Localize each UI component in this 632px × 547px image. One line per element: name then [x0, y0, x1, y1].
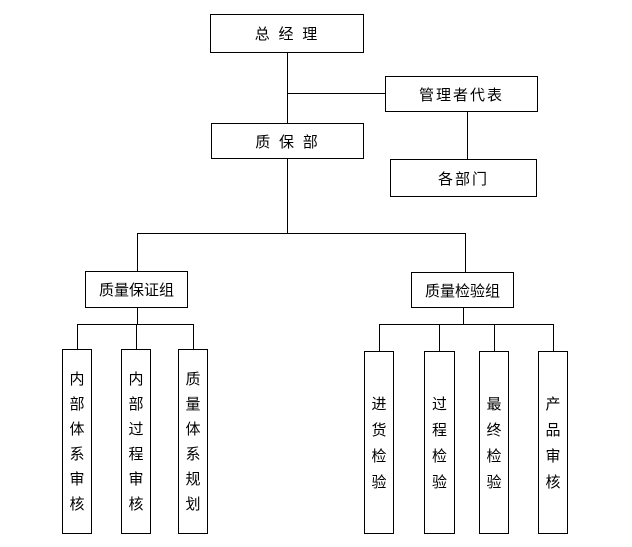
node-incoming-inspection: 进 货 检 验 — [364, 351, 394, 534]
branch-qi-horizontal — [379, 324, 554, 325]
stem-qa-group — [137, 308, 138, 324]
drop-to-product-audit — [553, 324, 554, 351]
node-qi-group: 质量检验组 — [411, 272, 514, 308]
connector-gm-to-qad — [287, 53, 288, 123]
node-departments: 各部门 — [390, 159, 537, 197]
drop-to-qa-group — [137, 233, 138, 271]
node-qa-group: 质量保证组 — [85, 271, 188, 308]
stem-qi-group — [463, 308, 464, 324]
node-process-inspection: 过 程 检 验 — [424, 351, 455, 534]
connector-gm-to-rep — [287, 93, 385, 94]
node-management-representative: 管理者代表 — [385, 76, 538, 112]
drop-to-qi-group — [465, 233, 466, 272]
branch-qa-horizontal — [77, 324, 194, 325]
drop-to-final-inspection — [494, 324, 495, 351]
drop-to-incoming-inspection — [379, 324, 380, 351]
node-quality-system-planning: 质 量 体 系 规 划 — [178, 349, 208, 534]
node-final-inspection: 最 终 检 验 — [479, 351, 509, 534]
node-product-audit: 产 品 审 核 — [538, 351, 568, 534]
drop-to-quality-system-planning — [193, 324, 194, 349]
node-internal-system-audit: 内 部 体 系 审 核 — [62, 349, 92, 534]
drop-to-process-inspection — [439, 324, 440, 351]
branch-main-horizontal — [137, 233, 466, 234]
node-general-manager: 总 经 理 — [210, 14, 364, 53]
drop-to-internal-system-audit — [77, 324, 78, 349]
node-internal-process-audit: 内 部 过 程 审 核 — [121, 349, 151, 534]
node-quality-assurance-dept: 质 保 部 — [211, 123, 364, 159]
drop-to-internal-process-audit — [136, 324, 137, 349]
connector-rep-to-departments — [467, 112, 468, 159]
connector-qad-trunk — [287, 159, 288, 233]
